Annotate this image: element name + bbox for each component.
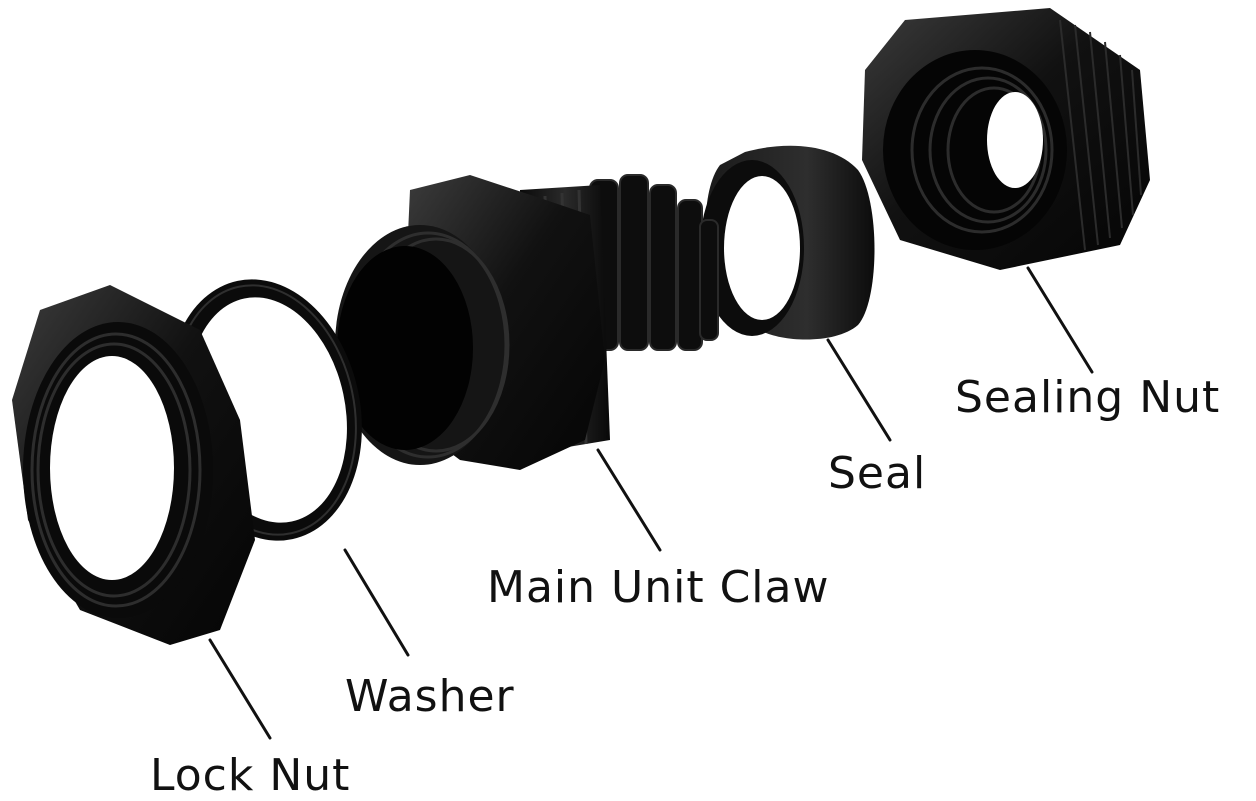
washer-label: Washer [345,671,515,722]
main-unit-claw-label: Main Unit Claw [487,562,830,613]
lock-nut-label: Lock Nut [150,750,351,801]
main-unit-claw-part [335,174,719,470]
main-unit-claw-leader [596,448,662,552]
seal-part [700,145,875,340]
sealing-nut-leader [1026,266,1094,374]
seal-label: Seal [828,448,927,499]
sealing-nut-label: Sealing Nut [955,372,1221,423]
seal-leader [826,338,892,442]
sealing-nut-part [862,8,1150,270]
lock-nut-leader [208,638,272,740]
washer-leader [343,548,410,657]
lock-nut-part [12,285,255,645]
